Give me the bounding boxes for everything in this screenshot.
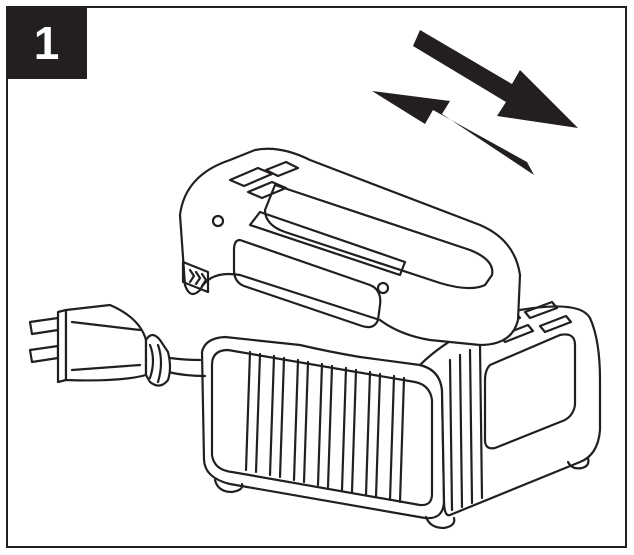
battery-pack-icon	[178, 147, 522, 347]
step-number: 1	[33, 16, 60, 69]
charger-icon	[200, 300, 602, 530]
step-badge: 1	[6, 6, 87, 79]
power-plug-icon	[28, 303, 172, 387]
figure-frame	[6, 6, 627, 548]
slide-arrows-icon	[372, 30, 578, 175]
power-cord-icon	[166, 356, 207, 378]
